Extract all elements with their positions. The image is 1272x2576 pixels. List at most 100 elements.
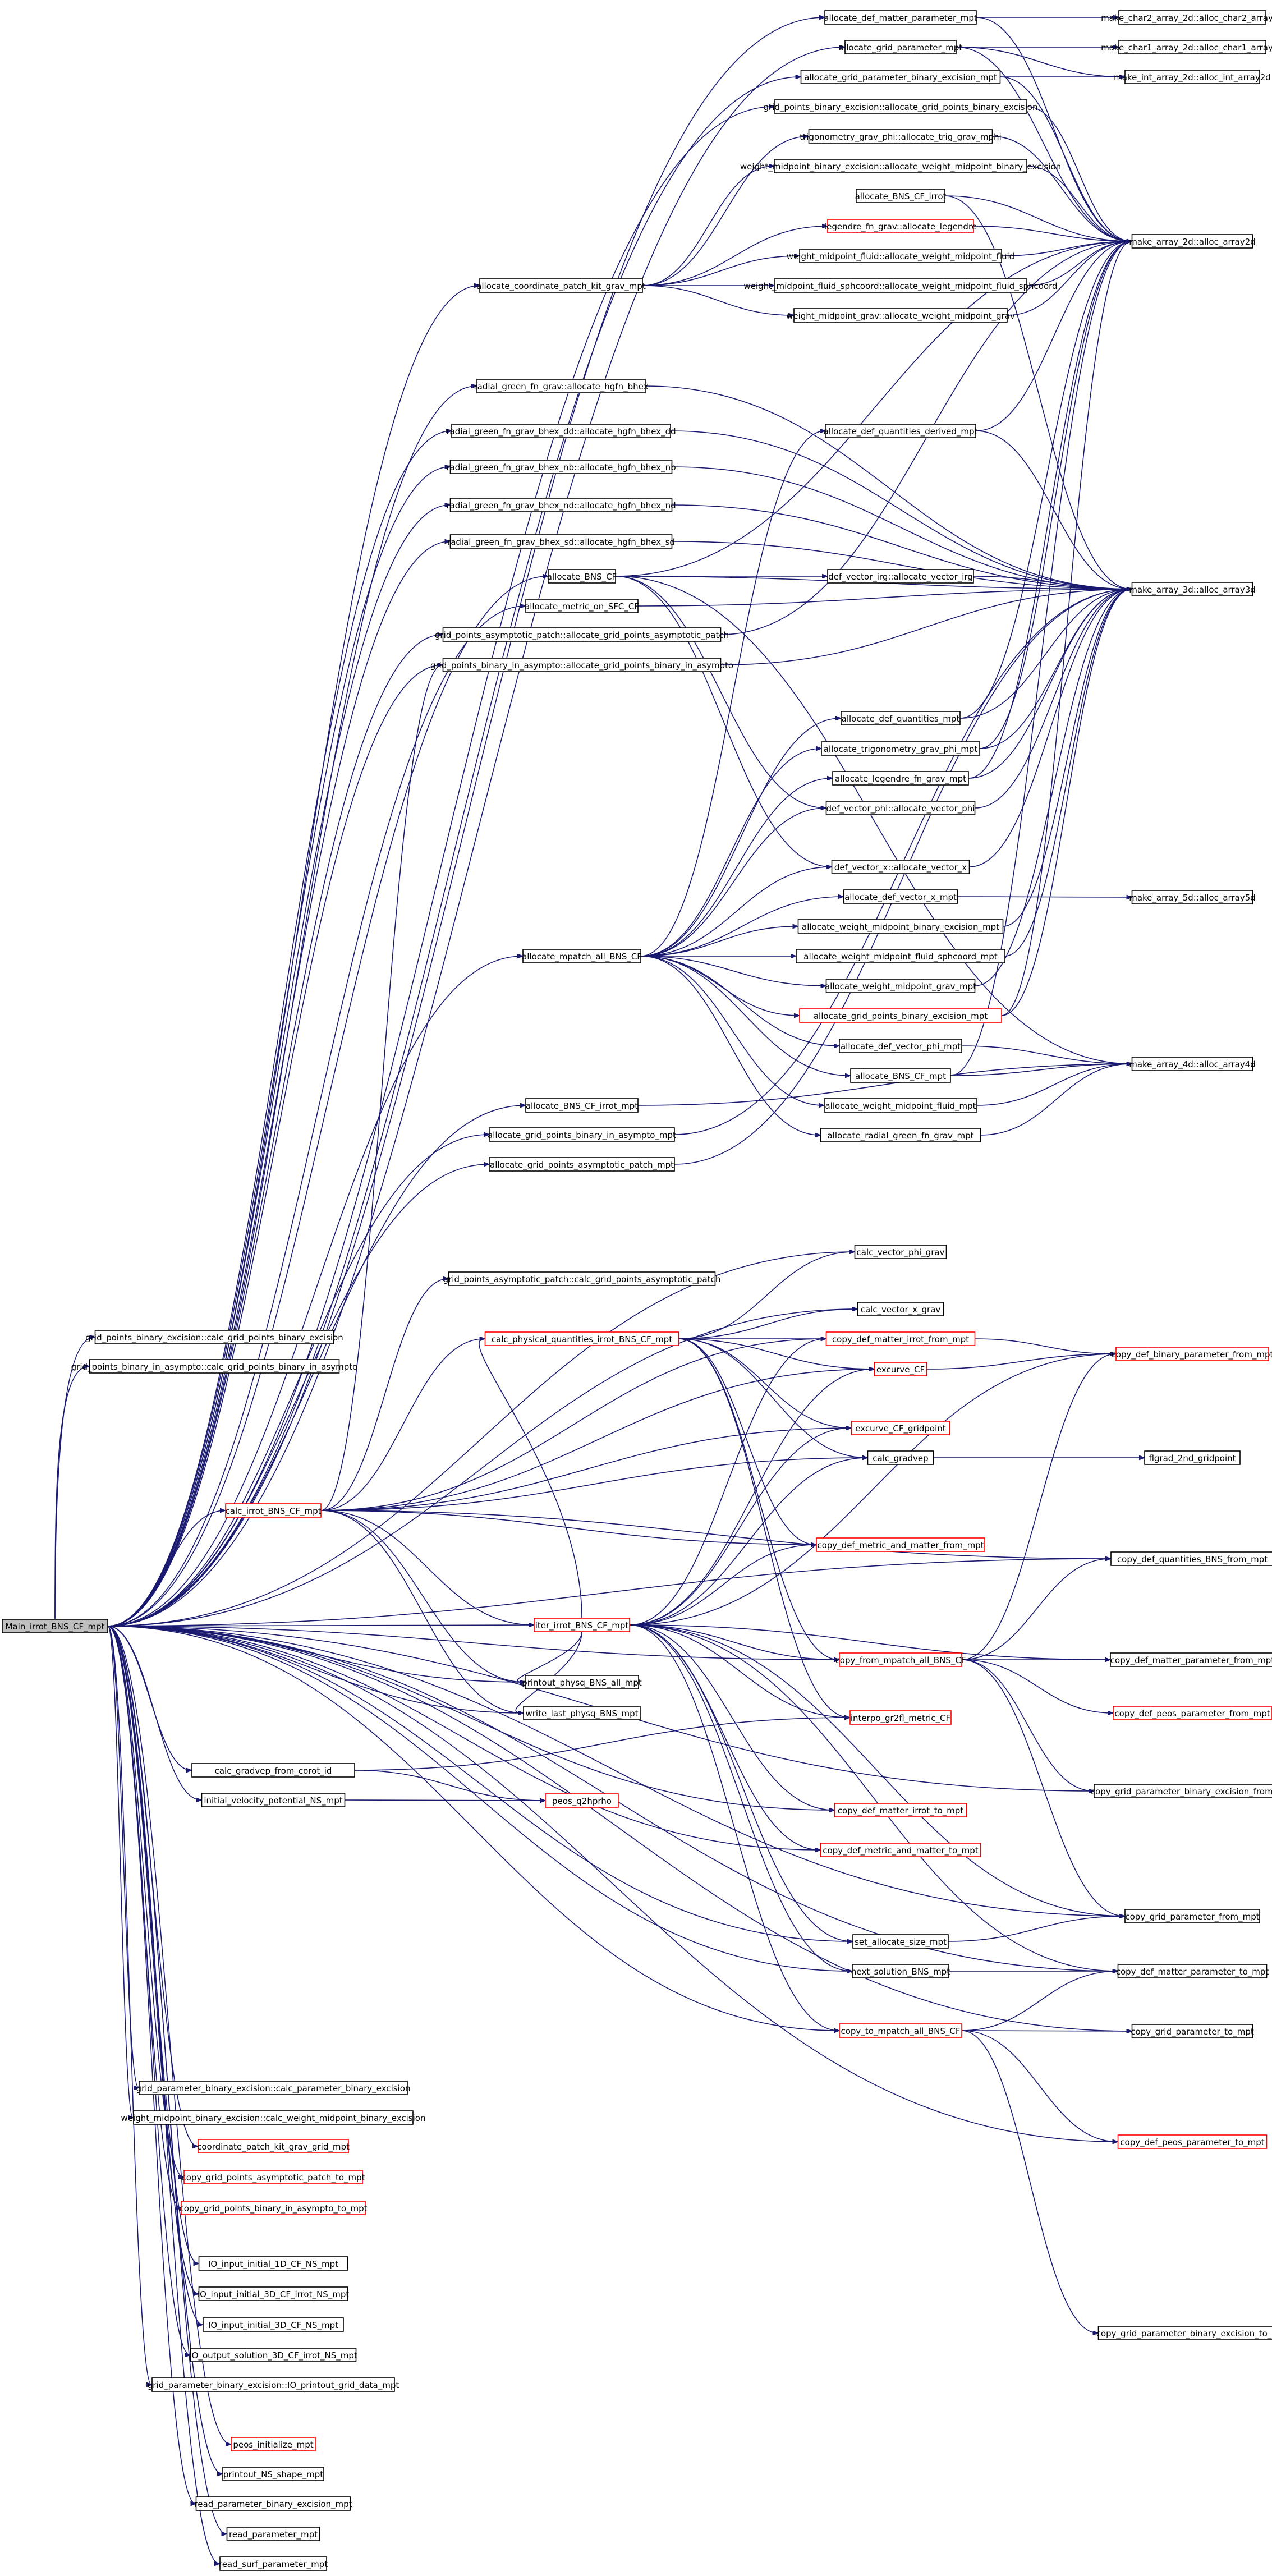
node-allocate-bns-cf-irrot-mpt[interactable]: allocate_BNS_CF_irrot_mpt [525, 1098, 639, 1113]
node-calc-vector-x-grav[interactable]: calc_vector_x_grav [857, 1302, 944, 1316]
node-radial-green-fn-grav-bhex-nd-allocate-hgfn-bhex-nd[interactable]: radial_green_fn_grav_bhex_nd::allocate_h… [446, 498, 676, 512]
node-allocate-bns-cf-irrot[interactable]: allocate_BNS_CF_irrot [855, 189, 947, 203]
node-weight-midpoint-fluid-allocate-weight-midpoint-fluid[interactable]: weight_midpoint_fluid::allocate_weight_m… [787, 249, 1014, 263]
node-grid-points-binary-in-asympto-calc-grid-points-binary-in-asympto[interactable]: grid_points_binary_in_asympto::calc_grid… [71, 1359, 358, 1374]
node-def-vector-phi-allocate-vector-phi[interactable]: def_vector_phi::allocate_vector_phi [825, 801, 976, 815]
node-excurve-cf[interactable]: excurve_CF [874, 1362, 927, 1376]
node-set-allocate-size-mpt[interactable]: set_allocate_size_mpt [852, 1934, 949, 1949]
node-iter-irrot-bns-cf-mpt[interactable]: iter_irrot_BNS_CF_mpt [534, 1618, 630, 1632]
node-copy-grid-parameter-to-mpt[interactable]: copy_grid_parameter_to_mpt [1131, 2024, 1254, 2038]
node-copy-grid-points-binary-in-asympto-to-mpt[interactable]: copy_grid_points_binary_in_asympto_to_mp… [179, 2201, 368, 2215]
node-allocate-def-matter-parameter-mpt[interactable]: allocate_def_matter_parameter_mpt [824, 10, 977, 25]
node-printout-ns-shape-mpt[interactable]: printout_NS_shape_mpt [222, 2467, 324, 2481]
node-io-input-initial-3d-cf-ns-mpt[interactable]: IO_input_initial_3D_CF_NS_mpt [203, 2317, 344, 2332]
node-allocate-mpatch-all-bns-cf[interactable]: allocate_mpatch_all_BNS_CF [522, 949, 642, 963]
node-copy-def-metric-and-matter-from-mpt[interactable]: copy_def_metric_and_matter_from_mpt [816, 1537, 985, 1552]
node-allocate-grid-parameter-binary-excision-mpt[interactable]: allocate_grid_parameter_binary_excision_… [800, 70, 1001, 84]
node-printout-physq-bns-all-mpt[interactable]: printout_physq_BNS_all_mpt [522, 1675, 642, 1689]
node-flgrad-2nd-gridpoint[interactable]: flgrad_2nd_gridpoint [1144, 1450, 1241, 1465]
node-allocate-def-quantities-mpt[interactable]: allocate_def_quantities_mpt [841, 711, 961, 725]
node-copy-to-mpatch-all-bns-cf[interactable]: copy_to_mpatch_all_BNS_CF [839, 2023, 962, 2038]
node-allocate-weight-midpoint-fluid-sphcoord-mpt[interactable]: allocate_weight_midpoint_fluid_sphcoord_… [796, 949, 1005, 963]
node-make-array-5d-alloc-array5d[interactable]: make_array_5d::alloc_array5d [1129, 890, 1256, 904]
node-grid-points-asymptotic-patch-calc-grid-points-asymptotic-patch[interactable]: grid_points_asymptotic_patch::calc_grid_… [443, 1271, 721, 1286]
node-allocate-grid-points-asymptotic-patch-mpt[interactable]: allocate_grid_points_asymptotic_patch_mp… [489, 1157, 675, 1172]
node-copy-def-matter-parameter-from-mpt[interactable]: copy_def_matter_parameter_from_mpt [1110, 1652, 1272, 1667]
node-read-parameter-mpt[interactable]: read_parameter_mpt [226, 2527, 320, 2541]
node-allocate-trigonometry-grav-phi-mpt[interactable]: allocate_trigonometry_grav_phi_mpt [821, 741, 980, 756]
node-allocate-bns-cf-mpt[interactable]: allocate_BNS_CF_mpt [850, 1068, 951, 1083]
node-allocate-metric-on-sfc-cf[interactable]: allocate_metric_on_SFC_CF [525, 599, 639, 613]
node-copy-grid-parameter-from-mpt[interactable]: copy_grid_parameter_from_mpt [1124, 1909, 1260, 1923]
node-read-surf-parameter-mpt[interactable]: read_surf_parameter_mpt [219, 2556, 328, 2571]
node-allocate-def-quantities-derived-mpt[interactable]: allocate_def_quantities_derived_mpt [824, 424, 978, 438]
node-copy-def-matter-irrot-to-mpt[interactable]: copy_def_matter_irrot_to_mpt [834, 1803, 967, 1817]
node-radial-green-fn-grav-bhex-dd-allocate-hgfn-bhex-dd[interactable]: radial_green_fn_grav_bhex_dd::allocate_h… [446, 424, 676, 438]
node-copy-def-peos-parameter-from-mpt[interactable]: copy_def_peos_parameter_from_mpt [1113, 1706, 1272, 1720]
node-allocate-weight-midpoint-grav-mpt[interactable]: allocate_weight_midpoint_grav_mpt [825, 979, 976, 993]
node-allocate-grid-points-binary-excision-mpt[interactable]: allocate_grid_points_binary_excision_mpt [799, 1008, 1002, 1023]
node-io-input-initial-1d-cf-ns-mpt[interactable]: IO_input_initial_1D_CF_NS_mpt [198, 2256, 348, 2271]
node-grid-points-binary-excision-calc-grid-points-binary-excision[interactable]: grid_points_binary_excision::calc_grid_p… [85, 1330, 343, 1344]
node-copy-def-peos-parameter-to-mpt[interactable]: copy_def_peos_parameter_to_mpt [1117, 2134, 1268, 2149]
node-weight-midpoint-fluid-sphcoord-allocate-weight-midpoint-fluid-sphcoord[interactable]: weight_midpoint_fluid_sphcoord::allocate… [743, 278, 1058, 293]
node-allocate-legendre-fn-grav-mpt[interactable]: allocate_legendre_fn_grav_mpt [832, 771, 969, 786]
node-calc-gradvep[interactable]: calc_gradvep [867, 1450, 934, 1465]
node-grid-points-binary-in-asympto-allocate-grid-points-binary-in-asympto[interactable]: grid_points_binary_in_asympto::allocate_… [430, 658, 733, 672]
node-grid-points-asymptotic-patch-allocate-grid-points-asymptotic-patch[interactable]: grid_points_asymptotic_patch::allocate_g… [435, 627, 729, 642]
node-radial-green-fn-grav-allocate-hgfn-bhex[interactable]: radial_green_fn_grav::allocate_hgfn_bhex [474, 379, 649, 393]
node-io-input-initial-3d-cf-irrot-ns-mpt[interactable]: IO_input_initial_3D_CF_irrot_NS_mpt [198, 2286, 350, 2301]
node-weight-midpoint-grav-allocate-weight-midpoint-grav[interactable]: weight_midpoint_grav::allocate_weight_mi… [786, 308, 1015, 323]
node-io-output-solution-3d-cf-irrot-ns-mpt[interactable]: IO_output_solution_3D_CF_irrot_NS_mpt [189, 2348, 357, 2362]
node-copy-def-matter-irrot-from-mpt[interactable]: copy_def_matter_irrot_from_mpt [825, 1331, 976, 1346]
node-make-char1-array-2d-alloc-char1-array2d[interactable]: make_char1_array_2d::alloc_char1_array2d [1101, 40, 1272, 54]
node-grid-points-binary-excision-allocate-grid-points-binary-excision[interactable]: grid_points_binary_excision::allocate_gr… [764, 99, 1038, 114]
node-allocate-grid-points-binary-in-asympto-mpt[interactable]: allocate_grid_points_binary_in_asympto_m… [488, 1127, 676, 1142]
node-allocate-radial-green-fn-grav-mpt[interactable]: allocate_radial_green_fn_grav_mpt [820, 1128, 981, 1142]
node-allocate-grid-parameter-mpt[interactable]: allocate_grid_parameter_mpt [839, 40, 962, 54]
node-read-parameter-binary-excision-mpt[interactable]: read_parameter_binary_excision_mpt [194, 2496, 352, 2511]
node-allocate-weight-midpoint-fluid-mpt[interactable]: allocate_weight_midpoint_fluid_mpt [824, 1098, 977, 1113]
node-allocate-def-vector-x-mpt[interactable]: allocate_def_vector_x_mpt [843, 889, 958, 904]
node-make-char2-array-2d-alloc-char2-array2d[interactable]: make_char2_array_2d::alloc_char2_array2d [1101, 10, 1272, 25]
node-copy-def-metric-and-matter-to-mpt[interactable]: copy_def_metric_and_matter_to_mpt [820, 1843, 981, 1857]
node-write-last-physq-bns-mpt[interactable]: write_last_physq_BNS_mpt [523, 1706, 641, 1720]
node-calc-gradvep-from-corot-id[interactable]: calc_gradvep_from_corot_id [191, 1763, 355, 1778]
node-make-array-4d-alloc-array4d[interactable]: make_array_4d::alloc_array4d [1129, 1057, 1256, 1071]
node-def-vector-x-allocate-vector-x[interactable]: def_vector_x::allocate_vector_x [831, 860, 970, 874]
node-allocate-bns-cf[interactable]: allocate_BNS_CF [547, 569, 617, 584]
node-peos-initialize-mpt[interactable]: peos_initialize_mpt [231, 2437, 316, 2451]
node-calc-vector-phi-grav[interactable]: calc_vector_phi_grav [854, 1245, 947, 1259]
node-radial-green-fn-grav-bhex-sd-allocate-hgfn-bhex-sd[interactable]: radial_green_fn_grav_bhex_sd::allocate_h… [447, 534, 675, 549]
node-excurve-cf-gridpoint[interactable]: excurve_CF_gridpoint [851, 1421, 950, 1435]
node-initial-velocity-potential-ns-mpt[interactable]: initial_velocity_potential_NS_mpt [201, 1793, 346, 1807]
node-copy-def-matter-parameter-to-mpt[interactable]: copy_def_matter_parameter_to_mpt [1116, 1964, 1269, 1978]
node-make-array-3d-alloc-array3d[interactable]: make_array_3d::alloc_array3d [1129, 582, 1256, 596]
node-allocate-def-vector-phi-mpt[interactable]: allocate_def_vector_phi_mpt [839, 1039, 962, 1053]
node-legendre-fn-grav-allocate-legendre[interactable]: legendre_fn_grav::allocate_legendre [824, 219, 977, 233]
node-peos-q2hprho[interactable]: peos_q2hprho [545, 1793, 619, 1808]
node-copy-from-mpatch-all-bns-cf[interactable]: copy_from_mpatch_all_BNS_CF [835, 1652, 966, 1667]
node-coordinate-patch-kit-grav-grid-mpt[interactable]: coordinate_patch_kit_grav_grid_mpt [197, 2139, 350, 2153]
node-copy-def-quantities-bns-from-mpt[interactable]: copy_def_quantities_BNS_from_mpt [1110, 1551, 1272, 1566]
node-calc-irrot-bns-cf-mpt[interactable]: calc_irrot_BNS_CF_mpt [225, 1503, 322, 1518]
node-main-irrot-bns-cf-mpt[interactable]: Main_irrot_BNS_CF_mpt [2, 1619, 108, 1633]
node-grid-parameter-binary-excision-io-printout-grid-data-mpt[interactable]: grid_parameter_binary_excision::IO_print… [148, 2377, 399, 2392]
node-make-array-2d-alloc-array2d[interactable]: make_array_2d::alloc_array2d [1129, 234, 1256, 249]
node-weight-midpoint-binary-excision-allocate-weight-midpoint-binary-excision[interactable]: weight_midpoint_binary_excision::allocat… [740, 159, 1061, 173]
node-trigonometry-grav-phi-allocate-trig-grav-mphi[interactable]: trigonometry_grav_phi::allocate_trig_gra… [800, 129, 1002, 144]
node-make-int-array-2d-alloc-int-array2d[interactable]: make_int_array_2d::alloc_int_array2d [1114, 70, 1271, 84]
node-allocate-coordinate-patch-kit-grav-mpt[interactable]: allocate_coordinate_patch_kit_grav_mpt [476, 278, 646, 293]
node-interpo-gr2fl-metric-cf[interactable]: interpo_gr2fl_metric_CF [849, 1710, 952, 1725]
node-next-solution-bns-mpt[interactable]: next_solution_BNS_mpt [851, 1964, 950, 1978]
node-def-vector-irg-allocate-vector-irg[interactable]: def_vector_irg::allocate_vector_irg [827, 569, 974, 584]
node-calc-physical-quantities-irrot-bns-cf-mpt[interactable]: calc_physical_quantities_irrot_BNS_CF_mp… [484, 1331, 679, 1346]
node-copy-grid-points-asymptotic-patch-to-mpt[interactable]: copy_grid_points_asymptotic_patch_to_mpt [181, 2170, 365, 2184]
node-radial-green-fn-grav-bhex-nb-allocate-hgfn-bhex-nb[interactable]: radial_green_fn_grav_bhex_nb::allocate_h… [446, 460, 676, 474]
node-copy-grid-parameter-binary-excision-to-mpt[interactable]: copy_grid_parameter_binary_excision_to_m… [1096, 2326, 1272, 2340]
node-copy-def-binary-parameter-from-mpt[interactable]: copy_def_binary_parameter_from_mpt [1112, 1347, 1272, 1361]
node-grid-parameter-binary-excision-calc-parameter-binary-excision[interactable]: grid_parameter_binary_excision::calc_par… [136, 2081, 411, 2095]
node-allocate-weight-midpoint-binary-excision-mpt[interactable]: allocate_weight_midpoint_binary_excision… [797, 919, 1004, 934]
node-weight-midpoint-binary-excision-calc-weight-midpoint-binary-excision[interactable]: weight_midpoint_binary_excision::calc_we… [121, 2110, 426, 2125]
node-copy-grid-parameter-binary-excision-from-mpt[interactable]: copy_grid_parameter_binary_excision_from… [1091, 1784, 1272, 1798]
